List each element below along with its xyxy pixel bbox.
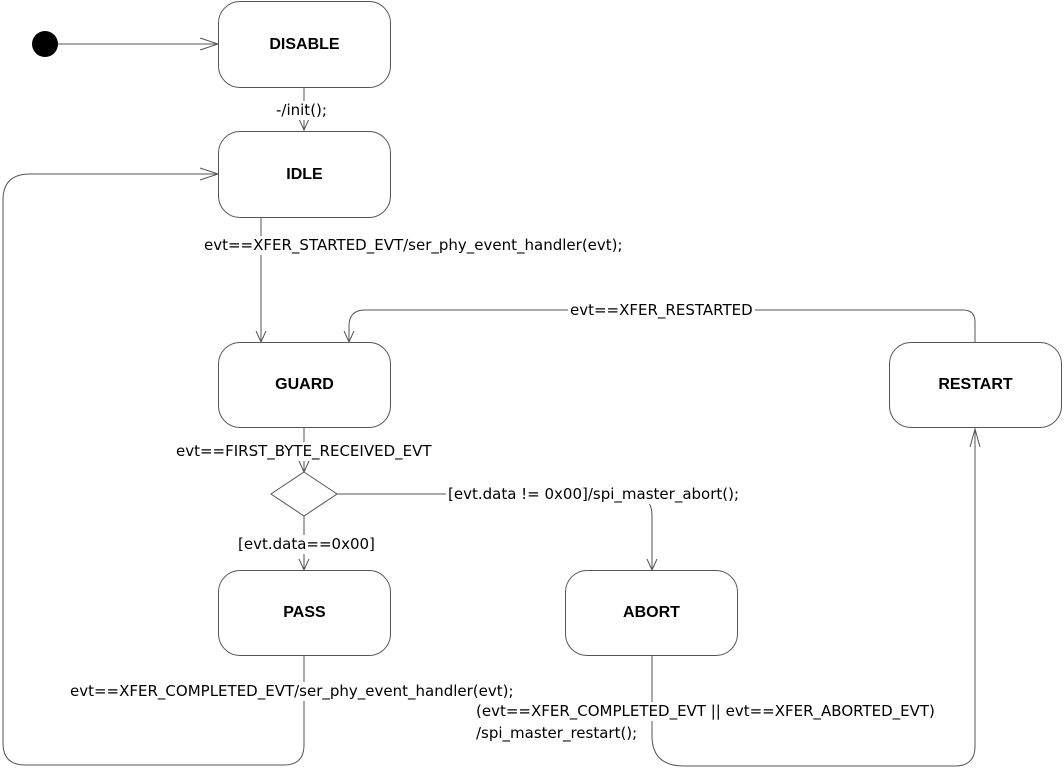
arrowhead xyxy=(969,427,981,448)
state-guard: GUARD xyxy=(218,342,391,428)
state-restart: RESTART xyxy=(889,342,1062,428)
label-first-byte: evt==FIRST_BYTE_RECEIVED_EVT xyxy=(176,442,432,461)
decision-diamond xyxy=(270,471,338,517)
initial-node xyxy=(32,31,58,57)
label-data-zero: [evt.data==0x00] xyxy=(238,535,375,554)
label-xfer-completed: evt==XFER_COMPLETED_EVT/ser_phy_event_ha… xyxy=(70,682,514,701)
label-abort-action: /spi_master_restart(); xyxy=(476,724,638,742)
label-xfer-started: evt==XFER_STARTED_EVT/ser_phy_event_hand… xyxy=(204,236,623,255)
label-data-not-zero: [evt.data != 0x00]/spi_master_abort(); xyxy=(446,485,742,504)
state-idle: IDLE xyxy=(218,131,391,218)
edge-pass-to-idle xyxy=(2,173,305,766)
state-abort: ABORT xyxy=(565,570,738,656)
state-pass: PASS xyxy=(218,570,391,656)
label-abort-events: (evt==XFER_COMPLETED_EVT || evt==XFER_AB… xyxy=(476,702,935,721)
label-init: -/init(); xyxy=(276,101,327,120)
arrowhead xyxy=(298,118,310,132)
state-disable: DISABLE xyxy=(218,1,391,88)
label-xfer-restarted: evt==XFER_RESTARTED xyxy=(568,301,755,320)
edge-abort-to-restart xyxy=(651,429,976,767)
edge-decision-to-abort xyxy=(337,493,653,570)
